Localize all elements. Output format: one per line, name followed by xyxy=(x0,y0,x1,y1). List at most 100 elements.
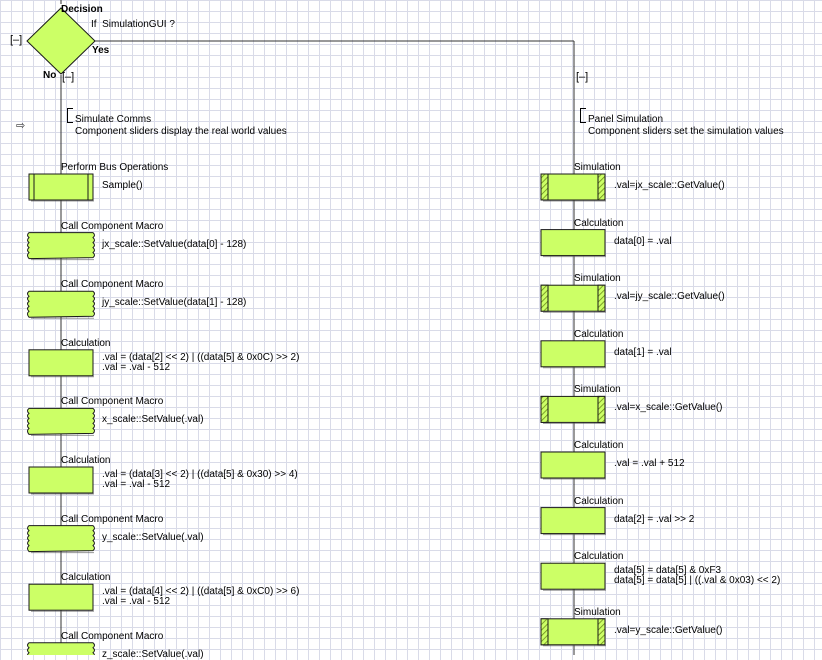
right-step-3-title[interactable]: Calculation xyxy=(574,328,624,340)
left-step-7-shape xyxy=(28,583,94,611)
right-step-4-shape xyxy=(540,395,606,423)
right-step-4-line-0: .val=x_scale::GetValue() xyxy=(614,402,723,414)
right-step-0-hatch-left xyxy=(540,173,549,201)
right-step-8-title[interactable]: Simulation xyxy=(574,606,621,618)
right-step-2-title[interactable]: Simulation xyxy=(574,273,621,285)
right-step-8 xyxy=(540,618,606,647)
right-branch-collapse-toggle[interactable]: [–] xyxy=(576,71,589,83)
right-step-6-shape xyxy=(540,507,606,535)
decision-condition: If SimulationGUI ? xyxy=(91,19,175,30)
left-step-3-title[interactable]: Calculation xyxy=(61,337,111,349)
right-step-2 xyxy=(540,284,606,313)
left-step-5-title[interactable]: Calculation xyxy=(61,455,111,466)
right-step-8-shape xyxy=(540,618,606,646)
left-branch-collapse-toggle[interactable]: [–] xyxy=(62,71,75,83)
right-step-4-hatch-right xyxy=(597,395,606,423)
left-step-5 xyxy=(28,466,94,495)
right-step-8-line-0: .val=y_scale::GetValue() xyxy=(614,624,723,636)
right-step-4-title[interactable]: Simulation xyxy=(574,384,621,396)
right-step-2-hatch-right xyxy=(597,284,606,312)
right-step-6 xyxy=(540,507,606,536)
right-step-7-line-1: data[5] = data[5] | ((.val & 0x03) << 2) xyxy=(614,575,781,587)
right-step-4-hatch-left xyxy=(540,395,549,423)
left-step-7-line-1: .val = .val - 512 xyxy=(102,596,171,608)
left-step-6-title[interactable]: Call Component Macro xyxy=(61,513,164,525)
left-step-2-title[interactable]: Call Component Macro xyxy=(61,279,164,291)
left-comment-bracket xyxy=(67,108,73,123)
left-step-6-line-0: y_scale::SetValue(.val) xyxy=(102,531,204,543)
left-step-0-line-0: Sample() xyxy=(102,180,143,191)
right-step-2-line-0: .val=jy_scale::GetValue() xyxy=(614,291,725,303)
right-step-8-hatch-left xyxy=(540,618,549,646)
left-step-1-title[interactable]: Call Component Macro xyxy=(61,220,164,232)
left-step-4 xyxy=(27,407,95,436)
left-step-0 xyxy=(28,173,94,202)
left-step-1-shape xyxy=(27,232,95,260)
left-step-3-shape xyxy=(28,349,94,377)
decision-title: Decision xyxy=(61,4,103,15)
left-step-7-line-0: .val = (data[4] << 2) | ((data[5] & 0xC0… xyxy=(102,586,300,598)
right-step-8-hatch-right xyxy=(597,618,606,646)
decision-yes-label: Yes xyxy=(92,45,110,56)
right-step-5 xyxy=(540,451,606,480)
right-step-3-line-0: data[1] = .val xyxy=(614,346,672,358)
right-step-2-hatch-left xyxy=(540,284,549,312)
right-step-3-shape xyxy=(540,340,606,368)
left-step-7 xyxy=(28,583,94,612)
right-step-0-line-0: .val=jx_scale::GetValue() xyxy=(614,180,725,191)
right-step-5-title[interactable]: Calculation xyxy=(574,440,624,451)
left-step-2-line-0: jy_scale::SetValue(data[1] - 128) xyxy=(102,297,247,309)
decision-collapse-toggle[interactable]: [–] xyxy=(10,34,23,46)
left-step-5-line-0: .val = (data[3] << 2) | ((data[5] & 0x30… xyxy=(102,469,298,480)
right-step-3 xyxy=(540,340,606,369)
left-step-0-shape xyxy=(28,173,94,201)
left-step-2-shape xyxy=(27,290,95,318)
left-step-5-shape xyxy=(28,466,94,494)
right-step-2-shape xyxy=(540,284,606,312)
left-step-6 xyxy=(27,525,95,554)
right-step-1 xyxy=(540,229,606,258)
right-comment-title[interactable]: Panel Simulation xyxy=(588,114,664,125)
right-comment-bracket xyxy=(580,108,586,123)
right-step-1-title[interactable]: Calculation xyxy=(574,217,624,229)
right-step-1-line-0: data[0] = .val xyxy=(614,235,672,247)
left-step-8 xyxy=(27,642,95,655)
left-step-4-line-0: x_scale::SetValue(.val) xyxy=(102,414,204,426)
left-step-3-line-1: .val = .val - 512 xyxy=(102,361,171,373)
left-comment-text: Component sliders display the real world… xyxy=(75,126,287,137)
left-step-1 xyxy=(27,232,95,261)
left-step-7-title[interactable]: Calculation xyxy=(61,572,111,584)
right-step-5-line-0: .val = .val + 512 xyxy=(614,458,685,469)
left-step-5-line-1: .val = .val - 512 xyxy=(102,479,171,490)
right-step-0-shape xyxy=(540,173,606,201)
left-comment-title[interactable]: Simulate Comms xyxy=(75,114,152,125)
decision-diamond xyxy=(26,7,96,75)
left-step-2 xyxy=(27,290,95,319)
right-step-7-shape xyxy=(540,562,606,590)
right-step-7-title[interactable]: Calculation xyxy=(574,551,624,563)
right-comment-text: Component sliders set the simulation val… xyxy=(588,126,784,137)
right-step-6-title[interactable]: Calculation xyxy=(574,495,624,507)
left-step-1-line-0: jx_scale::SetValue(data[0] - 128) xyxy=(102,238,247,250)
left-step-8-line-0: z_scale::SetValue(.val) xyxy=(102,648,204,660)
right-step-1-shape xyxy=(540,229,606,257)
left-step-6-shape xyxy=(27,525,95,553)
left-step-0-title[interactable]: Perform Bus Operations xyxy=(61,162,169,173)
left-step-3 xyxy=(28,349,94,378)
right-step-0 xyxy=(540,173,606,202)
right-step-0-title[interactable]: Simulation xyxy=(574,162,621,173)
right-step-7-line-0: data[5] = data[5] & 0xF3 xyxy=(614,565,722,577)
right-step-0-hatch-right xyxy=(597,173,606,201)
left-step-8-shape xyxy=(27,642,95,655)
left-step-4-shape xyxy=(27,407,95,435)
right-step-4 xyxy=(540,395,606,424)
decision-no-label: No xyxy=(43,70,57,81)
left-step-8-title[interactable]: Call Component Macro xyxy=(61,630,164,642)
right-step-6-line-0: data[2] = .val >> 2 xyxy=(614,513,695,525)
left-step-4-title[interactable]: Call Component Macro xyxy=(61,396,164,408)
right-step-7 xyxy=(540,562,606,591)
left-step-3-line-0: .val = (data[2] << 2) | ((data[5] & 0x0C… xyxy=(102,351,300,363)
right-step-5-shape xyxy=(540,451,606,479)
arrow-right-icon: ⇨ xyxy=(16,120,26,132)
